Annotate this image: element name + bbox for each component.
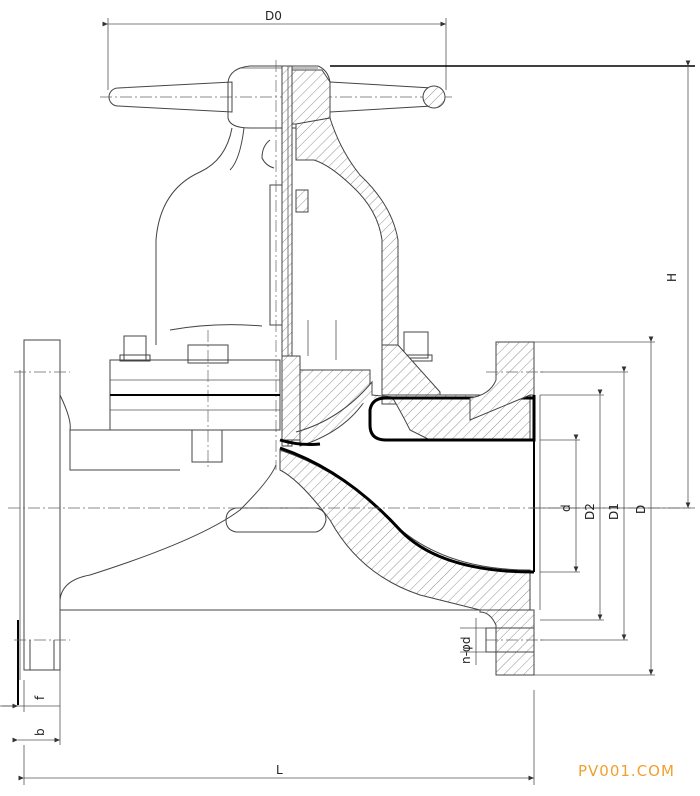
dimension-D1: D1 <box>540 366 628 641</box>
dimension-b: b <box>12 670 61 745</box>
dim-label-D: D <box>634 505 648 514</box>
dimension-D: D <box>534 336 655 676</box>
bolt-left <box>119 335 151 362</box>
bolt-center <box>187 330 229 470</box>
dimension-f: f <box>0 680 60 712</box>
watermark-text: PV001.COM <box>578 762 675 780</box>
dim-label-D2: D2 <box>583 503 597 520</box>
inlet-flange <box>14 339 110 705</box>
outlet-flange <box>469 341 545 676</box>
dim-label-D0: D0 <box>265 9 282 23</box>
diaphragm <box>279 380 536 446</box>
dim-label-L: L <box>276 763 283 777</box>
dim-label-f: f <box>33 695 47 700</box>
dim-label-b: b <box>33 728 47 736</box>
dimension-d: d <box>540 434 580 573</box>
valve-body <box>59 430 535 611</box>
dimension-H: H <box>330 60 695 509</box>
dim-label-D1: D1 <box>607 503 621 520</box>
bonnet <box>155 60 399 470</box>
dimension-L: L <box>18 690 535 785</box>
dim-label-d: d <box>559 504 573 512</box>
dimension-nd: n-φd <box>459 618 486 665</box>
dimension-D0: D0 <box>102 9 447 90</box>
handwheel <box>100 65 455 129</box>
dimension-D2: D2 <box>540 389 604 621</box>
dim-label-nd: n-φd <box>459 637 473 664</box>
dim-label-H: H <box>665 273 679 282</box>
